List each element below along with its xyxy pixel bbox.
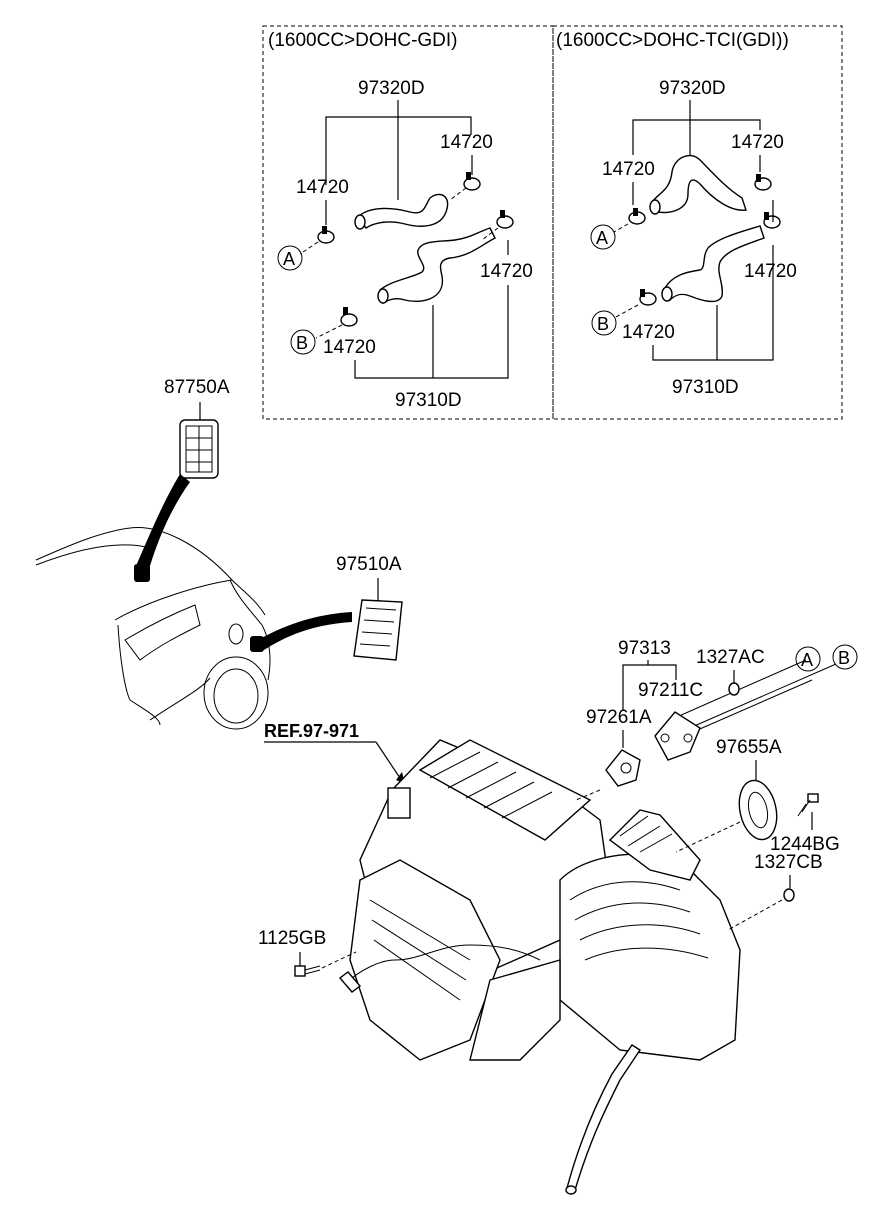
left-marker-b-circle bbox=[290, 329, 316, 355]
bolt-left-part bbox=[294, 965, 321, 977]
right-lower-hose-label: 97310D bbox=[672, 377, 739, 398]
kit-label: 97313 bbox=[618, 638, 671, 659]
vehicle-outline: 87750A 97510A bbox=[35, 377, 403, 730]
right-variant-panel bbox=[552, 25, 843, 420]
bolt-left-label: 1125GB bbox=[258, 928, 326, 949]
vent-label: 97510A bbox=[336, 554, 402, 575]
right-upper-hose bbox=[651, 154, 747, 214]
bolt-right-label: 1244BG bbox=[770, 834, 840, 855]
main-marker-a: A bbox=[801, 650, 813, 670]
seal-part bbox=[605, 749, 641, 787]
right-clamp-right-label: 14720 bbox=[744, 261, 797, 282]
gasket-label: 97211C bbox=[638, 680, 703, 701]
right-clamp-a bbox=[628, 208, 646, 225]
grommet-label: 97655A bbox=[716, 737, 782, 758]
right-upper-hose-label: 97320D bbox=[659, 78, 726, 99]
right-clamp-left-label: 14720 bbox=[602, 159, 655, 180]
right-clamp-b bbox=[639, 289, 657, 306]
hvac-assembly: REF.97-971 bbox=[264, 659, 837, 1195]
cowl-grille-part bbox=[179, 419, 219, 479]
seal-label: 97261A bbox=[586, 707, 652, 728]
right-marker-b-circle bbox=[591, 310, 617, 336]
right-marker-b: B bbox=[597, 314, 609, 334]
bolt-right-part bbox=[797, 793, 819, 817]
left-marker-b: B bbox=[296, 333, 308, 353]
right-lower-hose bbox=[664, 225, 765, 303]
right-clamp-top-label: 14720 bbox=[731, 132, 784, 153]
left-marker-a: A bbox=[283, 249, 295, 269]
left-clamp-a bbox=[317, 226, 335, 244]
main-marker-a-circle bbox=[795, 646, 821, 672]
right-panel-parts: 97320D 14720 14720 A 14720 bbox=[590, 78, 797, 398]
main-marker-b: B bbox=[838, 648, 850, 668]
right-panel-title: (1600CC>DOHC-TCI(GDI)) bbox=[556, 30, 789, 51]
left-clamp-bottom-label: 14720 bbox=[323, 337, 376, 358]
left-upper-hose bbox=[357, 193, 449, 229]
left-variant-panel bbox=[262, 25, 554, 420]
left-lower-hose bbox=[379, 227, 496, 305]
grille-pointer bbox=[136, 474, 190, 566]
left-upper-hose-label: 97320D bbox=[358, 78, 425, 99]
main-marker-b-circle bbox=[832, 644, 858, 670]
right-clamp-top bbox=[754, 174, 772, 191]
left-clamp-top-label: 14720 bbox=[440, 132, 493, 153]
engine-variant-panels: (1600CC>DOHC-GDI) (1600CC>DOHC-TCI(GDI)) bbox=[262, 25, 843, 420]
ref-label: REF.97-971 bbox=[264, 721, 359, 741]
air-vent-part bbox=[353, 599, 403, 661]
left-clamp-b bbox=[340, 307, 358, 327]
grommet-part bbox=[738, 779, 778, 841]
left-clamp-top bbox=[463, 172, 481, 191]
grille-label: 87750A bbox=[164, 377, 230, 398]
nut-right-part bbox=[783, 888, 795, 902]
gasket-part bbox=[654, 711, 701, 761]
left-clamp-left-label: 14720 bbox=[296, 177, 349, 198]
left-marker-a-circle bbox=[277, 245, 303, 271]
left-clamp-right bbox=[496, 210, 514, 229]
vent-pointer bbox=[258, 612, 352, 650]
left-panel-parts: 97320D 14720 14720 A 14720 bbox=[277, 78, 533, 411]
left-panel-title: (1600CC>DOHC-GDI) bbox=[268, 30, 458, 51]
nut-right-label: 1327CB bbox=[754, 852, 823, 873]
nut-top-part bbox=[728, 682, 740, 696]
right-clamp-right bbox=[763, 212, 781, 229]
right-marker-a: A bbox=[596, 228, 608, 248]
right-marker-a-circle bbox=[590, 224, 616, 250]
left-clamp-right-label: 14720 bbox=[480, 261, 533, 282]
left-lower-hose-label: 97310D bbox=[395, 390, 462, 411]
nut-top-label: 1327AC bbox=[696, 647, 765, 668]
hvac-parts-labels: 97313 1327AC 97211C 97261A A B 97655A bbox=[258, 638, 858, 977]
right-clamp-bottom-label: 14720 bbox=[622, 322, 675, 343]
